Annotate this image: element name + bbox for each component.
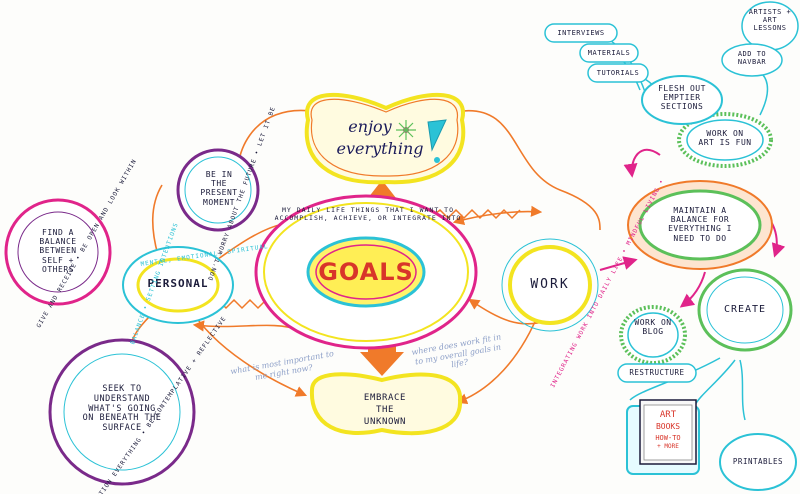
flower-icon — [396, 120, 416, 140]
work-title: WORK — [530, 277, 570, 292]
tutorials-text: TUTORIALS — [596, 69, 640, 77]
materials-pill — [579, 43, 639, 63]
goals-ring-text: MY DAILY LIFE THINGS THAT I WANT TO ACCO… — [274, 206, 462, 222]
materials-text: MATERIALS — [587, 49, 631, 57]
printables-bubble — [719, 433, 797, 491]
work-on-art-node — [677, 112, 773, 168]
add-navbar-text: ADD TO NAVBAR — [737, 50, 767, 67]
personal-title: PERSONAL — [147, 277, 209, 290]
art-books-icon — [626, 399, 700, 475]
maintain-balance-text: MAINTAIN A BALANCE FOR EVERYTHING I NEED… — [668, 206, 732, 243]
create-text: CREATE — [723, 304, 767, 315]
work-on-art-text: WORK ON ART IS FUN — [698, 129, 752, 148]
book-art-text: ART — [659, 410, 677, 420]
present-moment-text: BE IN THE PRESENT MOMENT — [200, 170, 238, 207]
balance-self-text: FIND A BALANCE BETWEEN SELF + OTHERS — [39, 228, 77, 274]
exclamation-icon — [427, 119, 447, 152]
balance-self-circle — [4, 198, 112, 306]
work-on-blog-text: WORK ON BLOG — [634, 318, 672, 337]
magenta-connectors — [599, 148, 786, 308]
zigzag-arrow-right — [429, 208, 521, 220]
work-on-blog-node — [619, 305, 687, 365]
book-books-text: BOOKS — [655, 422, 681, 431]
restructure-text: RESTRUCTURE — [629, 368, 685, 377]
artists-text: ARTISTS + ART LESSONS — [748, 8, 792, 33]
enjoy-everything-node — [304, 92, 466, 185]
beneath-surface-text: SEEK TO UNDERSTAND WHAT'S GOING ON BENEA… — [82, 384, 162, 434]
down-arrow — [360, 345, 404, 376]
restructure-pill — [617, 363, 697, 383]
work-node — [501, 238, 599, 332]
interviews-text: INTERVIEWS — [557, 29, 605, 37]
book-howto-text: HOW-TO — [655, 434, 681, 442]
flesh-out-bubble — [641, 75, 723, 125]
book-more-text: + MORE — [657, 443, 679, 450]
everything-label: everything — [336, 139, 424, 158]
up-triangle-arrow — [368, 180, 396, 198]
beneath-surface-circle — [48, 338, 196, 486]
create-node — [697, 268, 793, 352]
personal-node — [122, 246, 234, 324]
enjoy-label: enjoy — [348, 117, 392, 136]
flesh-out-text: FLESH OUT EMPTIER SECTIONS — [658, 84, 706, 112]
present-moment-circle — [176, 148, 260, 232]
add-navbar-bubble — [721, 43, 783, 77]
embrace-line2: THE — [375, 405, 395, 415]
interviews-pill — [544, 23, 618, 43]
embrace-line1: EMBRACE — [363, 393, 407, 403]
tutorials-pill — [587, 63, 649, 83]
goals-title: GOALS — [318, 258, 414, 286]
embrace-unknown-node — [309, 372, 463, 436]
maintain-balance-node — [627, 180, 773, 270]
goals-node — [254, 194, 478, 350]
printables-text: PRINTABLES — [732, 457, 784, 466]
embrace-line3: UNKNOWN — [363, 417, 407, 427]
